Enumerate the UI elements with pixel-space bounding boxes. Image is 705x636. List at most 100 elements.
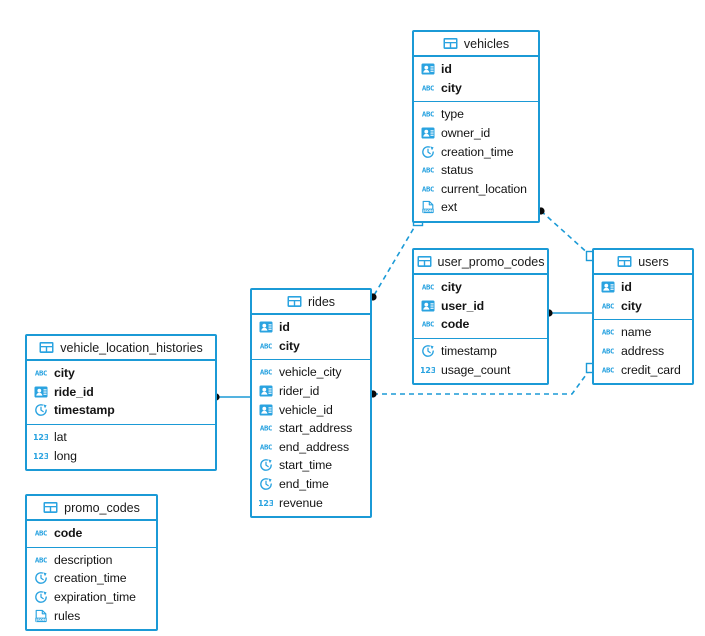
column-name: current_location — [441, 181, 527, 196]
uuid-key-icon — [259, 321, 273, 333]
column-row-id[interactable]: id — [414, 60, 538, 79]
column-name: long — [54, 448, 77, 463]
column-row-end_time[interactable]: end_time — [252, 475, 370, 494]
table-icon — [287, 296, 302, 307]
uuid-key-icon — [421, 300, 435, 312]
column-row-id[interactable]: id — [594, 278, 692, 297]
abc-string-icon: ABC — [602, 347, 615, 356]
table-header-user_promo_codes[interactable]: user_promo_codes — [414, 250, 547, 275]
table-icon — [443, 38, 458, 49]
uuid-key-icon — [421, 127, 435, 139]
table-header-vehicles[interactable]: vehicles — [414, 32, 538, 57]
column-row-name[interactable]: ABC name — [594, 323, 692, 342]
column-row-current_location[interactable]: ABC current_location — [414, 180, 538, 199]
svg-text:ABC: ABC — [35, 369, 47, 378]
column-name: id — [621, 280, 632, 295]
column-name: start_time — [279, 458, 332, 473]
column-row-description[interactable]: ABC description — [27, 551, 156, 570]
svg-text:ABC: ABC — [35, 555, 47, 564]
123-number-icon: 123 — [34, 432, 48, 442]
svg-text:ABC: ABC — [422, 320, 434, 329]
table-header-users[interactable]: users — [594, 250, 692, 275]
table-header-vehicle_location_histories[interactable]: vehicle_location_histories — [27, 336, 215, 361]
table-header-promo_codes[interactable]: promo_codes — [27, 496, 156, 521]
svg-text:ABC: ABC — [602, 328, 614, 337]
relationship-user_promo_codes-to-users[interactable] — [545, 309, 592, 317]
column-row-code[interactable]: ABC code — [414, 315, 547, 334]
column-row-creation_time[interactable]: creation_time — [27, 569, 156, 588]
table-title: vehicle_location_histories — [60, 340, 203, 355]
svg-text:ABC: ABC — [422, 110, 434, 119]
123-number-icon: 123 — [34, 451, 48, 461]
abc-string-icon: ABC — [260, 368, 273, 377]
abc-string-icon: ABC — [422, 83, 435, 92]
abc-string-icon: ABC — [422, 110, 435, 119]
svg-text:ABC: ABC — [422, 283, 434, 292]
svg-text:ABC: ABC — [260, 424, 272, 433]
column-row-timestamp[interactable]: timestamp — [27, 401, 215, 420]
table-icon — [417, 256, 431, 267]
column-name: id — [441, 62, 452, 77]
column-name: name — [621, 325, 652, 340]
svg-text:JSON: JSON — [35, 618, 46, 622]
123-number-icon: 123 — [421, 365, 435, 375]
abc-string-icon: ABC — [422, 283, 435, 292]
column-row-id[interactable]: id — [252, 318, 370, 337]
table-icon — [39, 342, 54, 353]
column-row-vehicle_id[interactable]: vehicle_id — [252, 400, 370, 419]
column-name: code — [441, 317, 470, 332]
column-row-timestamp[interactable]: timestamp — [414, 342, 547, 361]
abc-string-icon: ABC — [602, 365, 615, 374]
table-title: rides — [307, 294, 336, 309]
column-row-creation_time[interactable]: creation_time — [414, 142, 538, 161]
column-row-owner_id[interactable]: owner_id — [414, 124, 538, 143]
clock-timestamp-icon — [260, 459, 272, 472]
column-name: description — [54, 552, 113, 567]
column-row-user_id[interactable]: user_id — [414, 297, 547, 316]
column-name: vehicle_id — [279, 402, 333, 417]
column-name: creation_time — [54, 571, 127, 586]
column-row-ride_id[interactable]: ride_id — [27, 383, 215, 402]
column-row-vehicle_city[interactable]: ABC vehicle_city — [252, 363, 370, 382]
column-row-credit_card[interactable]: ABC credit_card — [594, 360, 692, 379]
column-row-long[interactable]: 123 long — [27, 446, 215, 465]
svg-text:123: 123 — [421, 365, 435, 375]
column-name: timestamp — [54, 403, 115, 418]
column-name: ext — [441, 200, 458, 215]
column-name: expiration_time — [54, 590, 136, 605]
column-name: vehicle_city — [279, 365, 342, 380]
column-row-start_time[interactable]: start_time — [252, 456, 370, 475]
column-row-expiration_time[interactable]: expiration_time — [27, 588, 156, 607]
column-name: credit_card — [621, 362, 681, 377]
relationship-vehicle_location_histories-to-rides[interactable] — [212, 393, 250, 401]
column-row-rider_id[interactable]: rider_id — [252, 382, 370, 401]
table-header-rides[interactable]: rides — [252, 290, 370, 315]
svg-text:ABC: ABC — [422, 184, 434, 193]
